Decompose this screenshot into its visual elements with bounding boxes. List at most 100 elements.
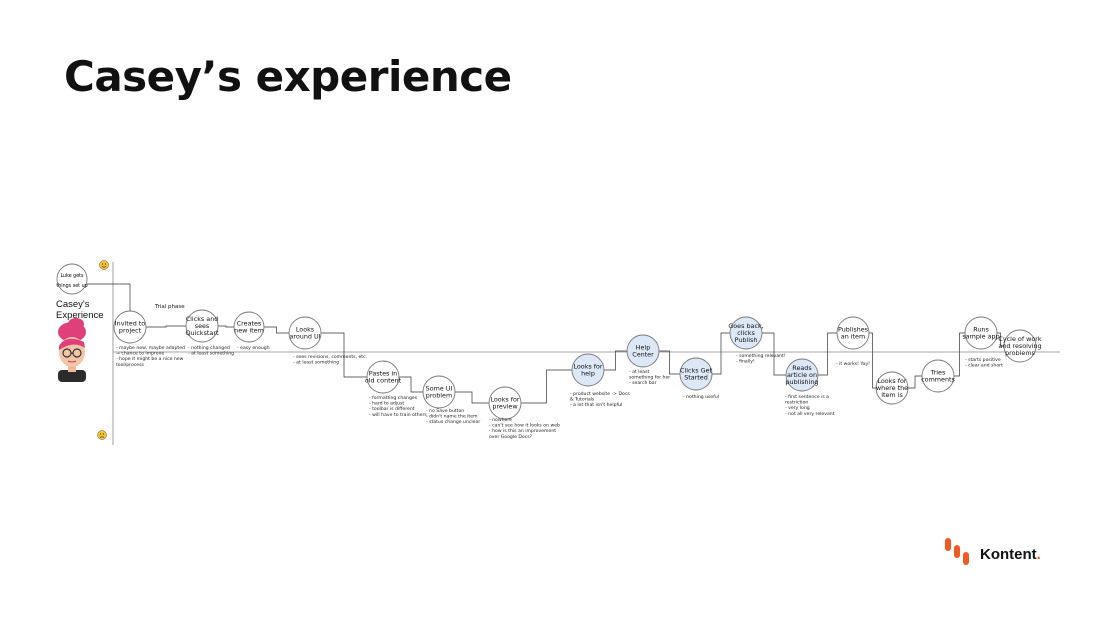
step-circle bbox=[488, 386, 522, 420]
step-note-line: - very long bbox=[785, 405, 810, 411]
step-label-line: Tries bbox=[930, 369, 946, 377]
step-circle bbox=[626, 334, 660, 368]
step-circle bbox=[729, 316, 763, 350]
step-note-line: - hope it might be a nice new bbox=[116, 356, 184, 362]
step-note-line: - nothing changed bbox=[188, 345, 230, 351]
frowning-face-icon bbox=[97, 430, 107, 440]
step-label-line: comments bbox=[921, 376, 955, 384]
step-circle bbox=[185, 309, 219, 343]
step-label-line: Looks bbox=[296, 326, 315, 334]
step-circle bbox=[921, 359, 955, 393]
step-notes-help: - product website -> Docs& Tutorials- a … bbox=[570, 391, 630, 408]
step-label-line: old content bbox=[365, 377, 402, 385]
avatar bbox=[58, 318, 86, 382]
step-label-line: sees bbox=[195, 322, 210, 330]
step-note-line: - status change unclear bbox=[426, 419, 480, 425]
edge-invited-to-quickstart bbox=[146, 325, 186, 328]
step-notes-invited: - maybe new, maybe adapted→ chance to im… bbox=[116, 345, 185, 368]
step-label-line: Some UI bbox=[426, 385, 453, 393]
step-note-line: - didn't name the item bbox=[426, 414, 478, 420]
step-note-line: - no Save button bbox=[426, 408, 464, 414]
edge-preview-to-help bbox=[521, 369, 572, 404]
brand-dot: . bbox=[1036, 545, 1041, 563]
step-note-line: - formatting changes bbox=[369, 395, 418, 401]
edge-start-to-invited bbox=[87, 283, 131, 312]
step-label-line: Clicks and bbox=[186, 315, 219, 323]
edge-get-started-to-publish bbox=[712, 332, 730, 375]
step-circle bbox=[679, 357, 713, 391]
step-label-line: item is bbox=[881, 391, 903, 399]
step-label-line: new item bbox=[234, 327, 264, 335]
persona-label-line-2: Experience bbox=[56, 310, 104, 321]
step-note-line: - sees revisions, comments, etc. bbox=[293, 354, 367, 360]
step-label-line: Reads bbox=[792, 364, 812, 372]
step-note-line: - something relevant! bbox=[736, 353, 786, 359]
step-label-line: Creates bbox=[237, 320, 262, 328]
step-note-line: → chance to improve bbox=[116, 351, 164, 357]
step-note-line: - easy enough bbox=[237, 345, 270, 351]
step-circle bbox=[571, 353, 605, 387]
step-label-line: help bbox=[581, 370, 595, 378]
edge-comments-to-sample-app bbox=[954, 332, 965, 377]
step-note-line: - at least something bbox=[188, 351, 234, 357]
step-notes-looks-ui: - sees revisions, comments, etc.- at lea… bbox=[293, 354, 367, 366]
step-note-line: - at least something bbox=[293, 360, 339, 366]
step-circle bbox=[113, 310, 147, 344]
step-label-line: Publishes bbox=[838, 326, 869, 334]
step-note-line: - it works! Yay! bbox=[836, 361, 870, 367]
step-circle bbox=[366, 360, 400, 394]
step-note-line: - finally! bbox=[736, 359, 755, 365]
step-note-line: - toolbar is different bbox=[369, 406, 415, 412]
step-note-line: - maybe new, maybe adapted bbox=[116, 345, 185, 351]
step-note-line: - product website -> Docs bbox=[570, 391, 630, 397]
step-notes-pastes: - formatting changes- hard to adjust- to… bbox=[369, 395, 427, 418]
edge-pastes-to-ui-problem bbox=[399, 376, 423, 393]
step-notes-create: - easy enough bbox=[237, 345, 270, 351]
step-note-line: & Tutorials bbox=[570, 397, 595, 403]
step-circle bbox=[233, 311, 265, 343]
step-label-line: an item bbox=[841, 333, 865, 341]
step-label-line: Cycle of work bbox=[998, 335, 1041, 343]
persona-label-line-1: Casey's bbox=[56, 299, 90, 310]
step-note-line: - at least bbox=[629, 369, 650, 375]
step-circle bbox=[785, 358, 819, 392]
edge-sample-app-to-cycle bbox=[997, 332, 1004, 347]
step-note-line: - nothing useful bbox=[683, 394, 719, 400]
page-title: Casey’s experience bbox=[64, 52, 512, 101]
start-bubble-line-1: Luke gets bbox=[60, 273, 84, 279]
step-label-line: preview bbox=[492, 403, 517, 411]
edge-create-to-looks-ui bbox=[264, 326, 289, 334]
step-note-line: over Google Docs? bbox=[489, 434, 533, 440]
step-notes-preview: - nowhere- can't see how it looks on web… bbox=[489, 417, 560, 440]
step-notes-ui-problem: - no Save button- didn't name the item- … bbox=[426, 408, 480, 425]
step-label-line: Looks for bbox=[573, 363, 602, 371]
phase-label: Trial phase bbox=[154, 304, 185, 310]
step-label-line: Runs bbox=[973, 326, 989, 334]
edge-help-center-to-get-started bbox=[659, 350, 680, 375]
step-circle bbox=[875, 371, 909, 405]
kontent-logo-icon bbox=[944, 538, 978, 570]
step-label-line: clicks bbox=[737, 329, 755, 337]
edge-publish-to-reads bbox=[762, 332, 786, 376]
step-note-line: - a lot that isn't helpful bbox=[570, 402, 622, 408]
step-note-line: - first sentence is a bbox=[785, 394, 829, 400]
step-note-line: - search bar bbox=[629, 380, 657, 386]
step-note-line: tool/process bbox=[116, 362, 145, 368]
step-label-line: and resolving bbox=[998, 342, 1041, 350]
step-label-line: problem bbox=[426, 392, 452, 400]
start-bubble-line-2: things set up bbox=[56, 283, 87, 289]
brand-name-text: Kontent bbox=[980, 545, 1037, 563]
step-label-line: Center bbox=[632, 351, 654, 359]
